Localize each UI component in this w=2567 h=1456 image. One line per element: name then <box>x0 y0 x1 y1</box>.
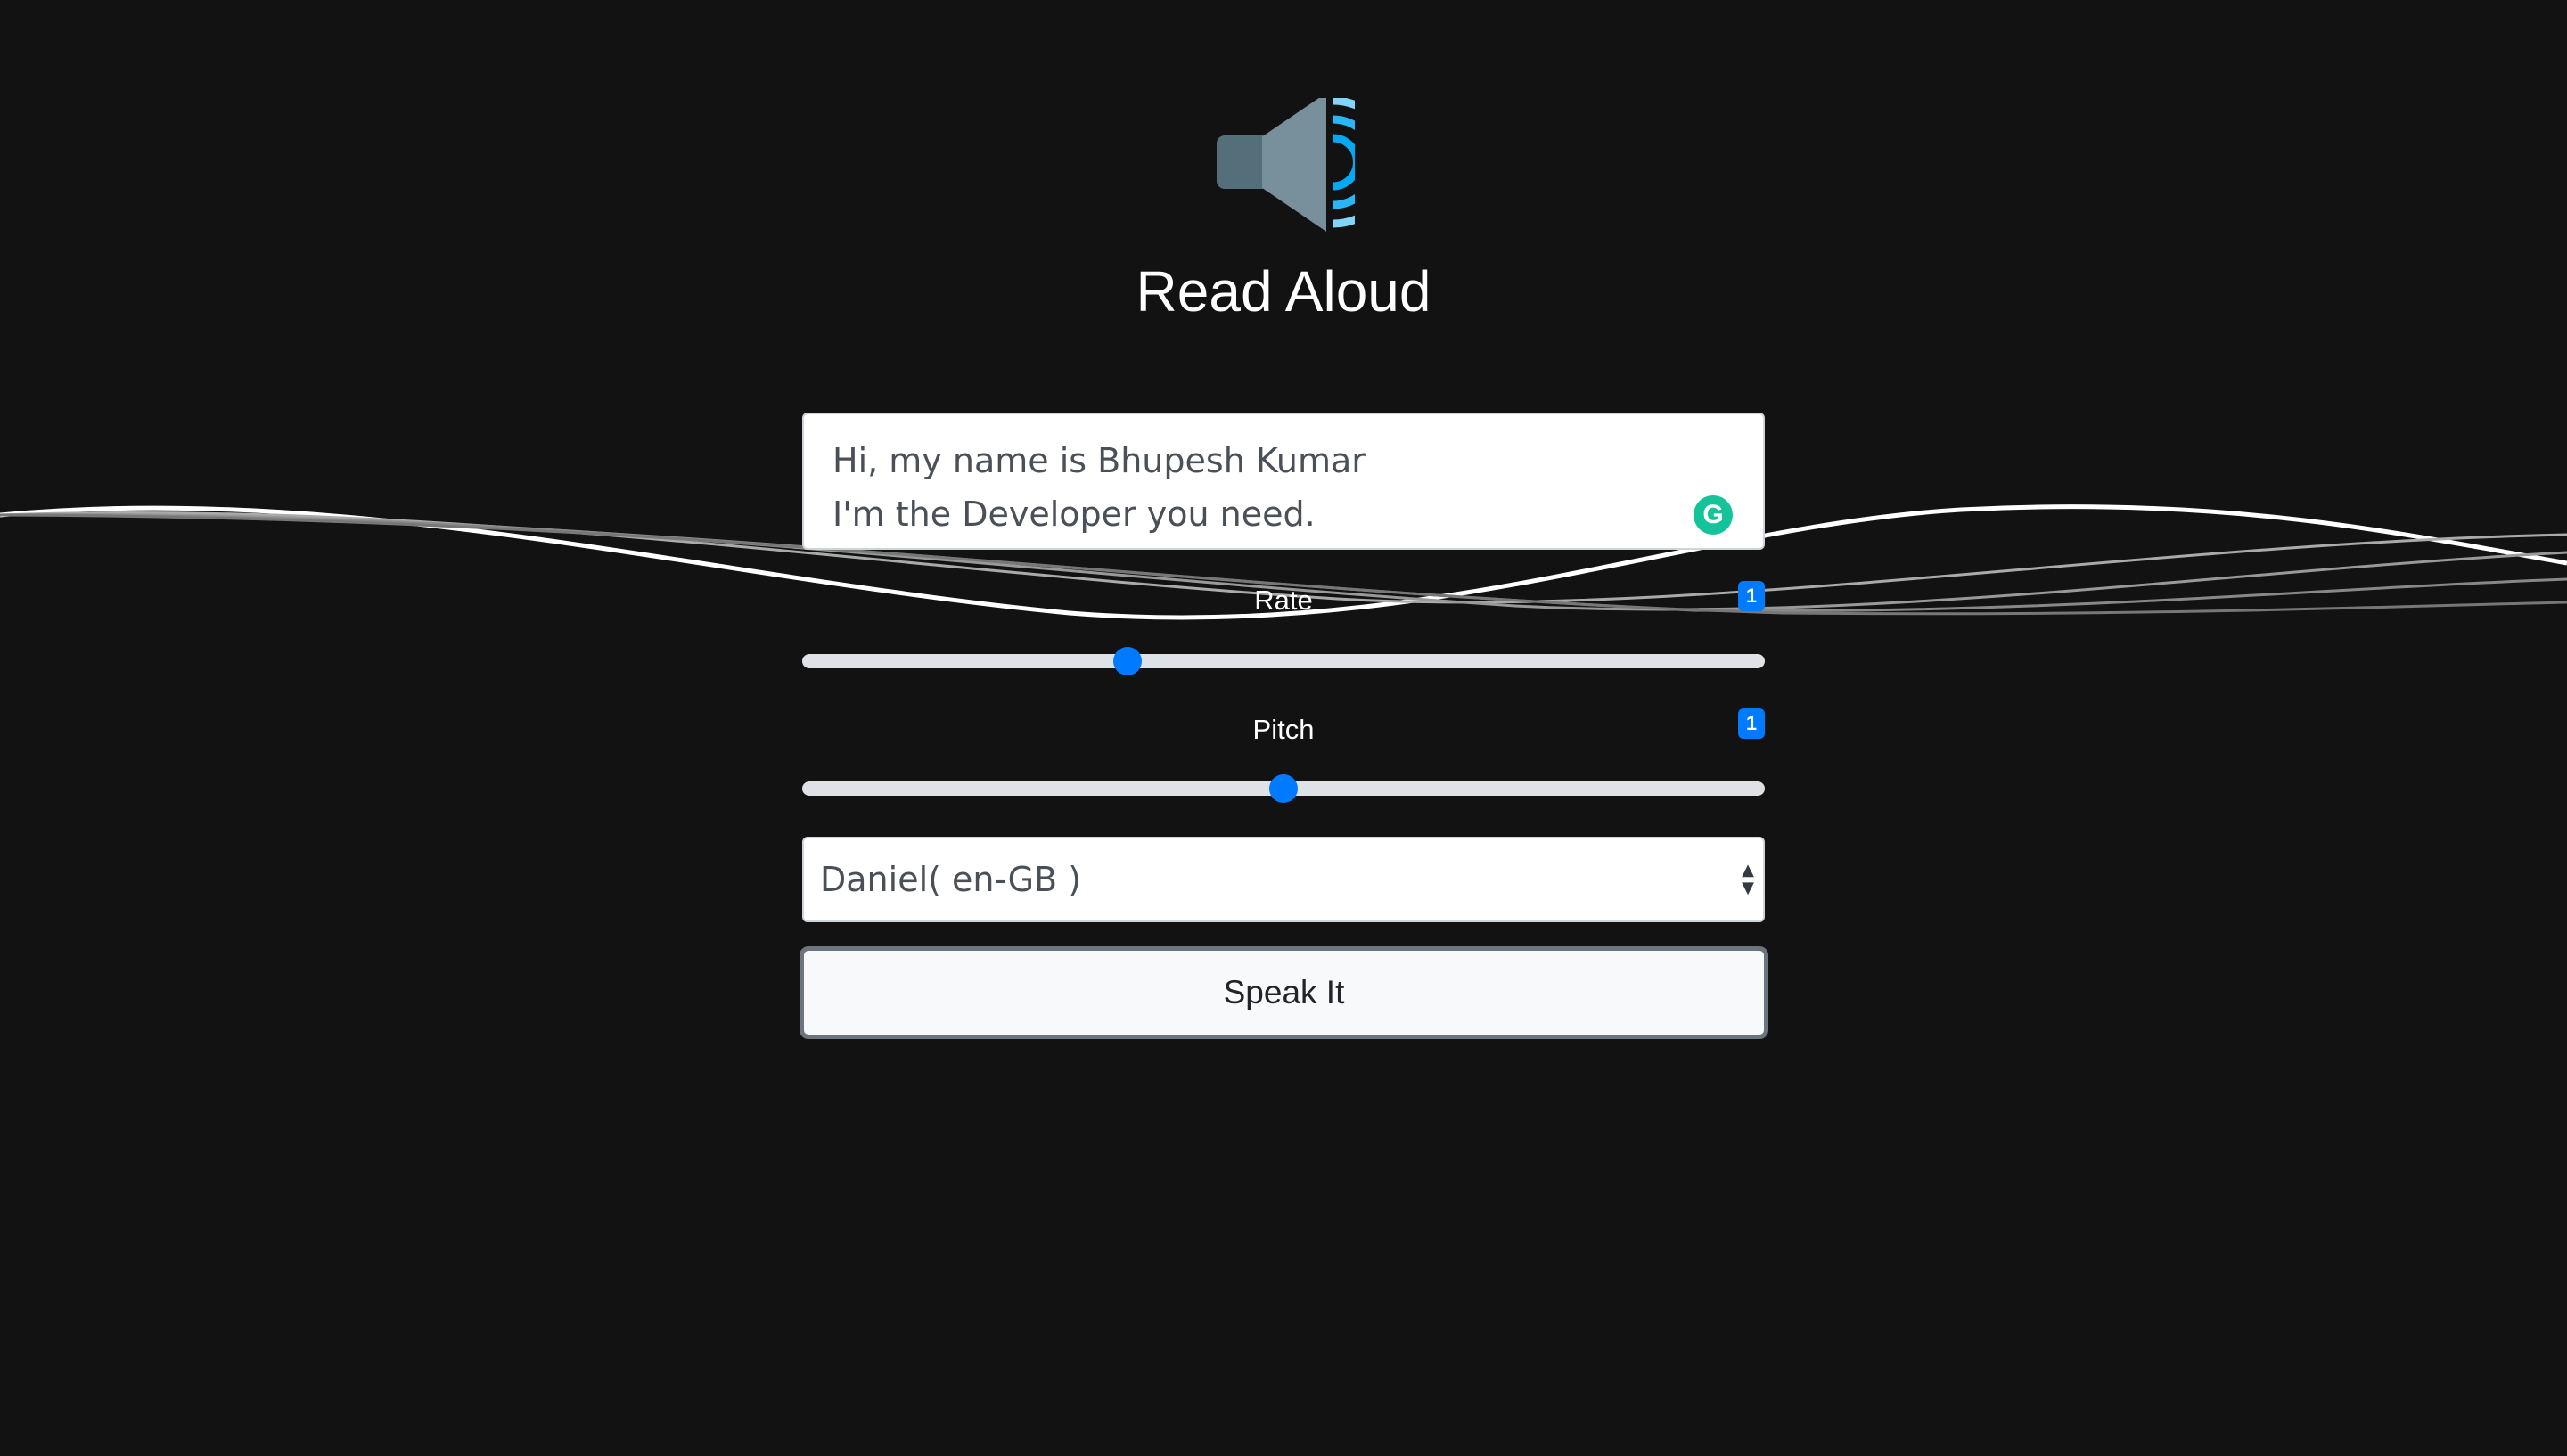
speak-button[interactable]: Speak It <box>800 946 1768 1039</box>
grammarly-icon[interactable]: G <box>1694 495 1733 535</box>
select-arrows-icon: ▲▼ <box>1742 861 1754 897</box>
pitch-slider-thumb[interactable] <box>1269 774 1298 803</box>
rate-label: Rate <box>1254 585 1313 616</box>
rate-slider-thumb[interactable] <box>1113 647 1143 675</box>
voice-select-value: Daniel( en-GB ) <box>820 860 1082 899</box>
rate-value-badge: 1 <box>1738 581 1765 611</box>
voice-select[interactable]: Daniel( en-GB ) ▲▼ <box>802 837 1765 922</box>
pitch-label: Pitch <box>1252 714 1315 745</box>
text-input[interactable]: Hi, my name is Bhupesh Kumar I'm the Dev… <box>802 413 1765 550</box>
page-title: Read Aloud <box>1136 259 1431 323</box>
pitch-value-badge: 1 <box>1738 708 1765 739</box>
rate-slider[interactable] <box>802 647 1765 675</box>
speaker-volume-icon <box>1217 98 1355 232</box>
pitch-slider[interactable] <box>802 774 1765 803</box>
